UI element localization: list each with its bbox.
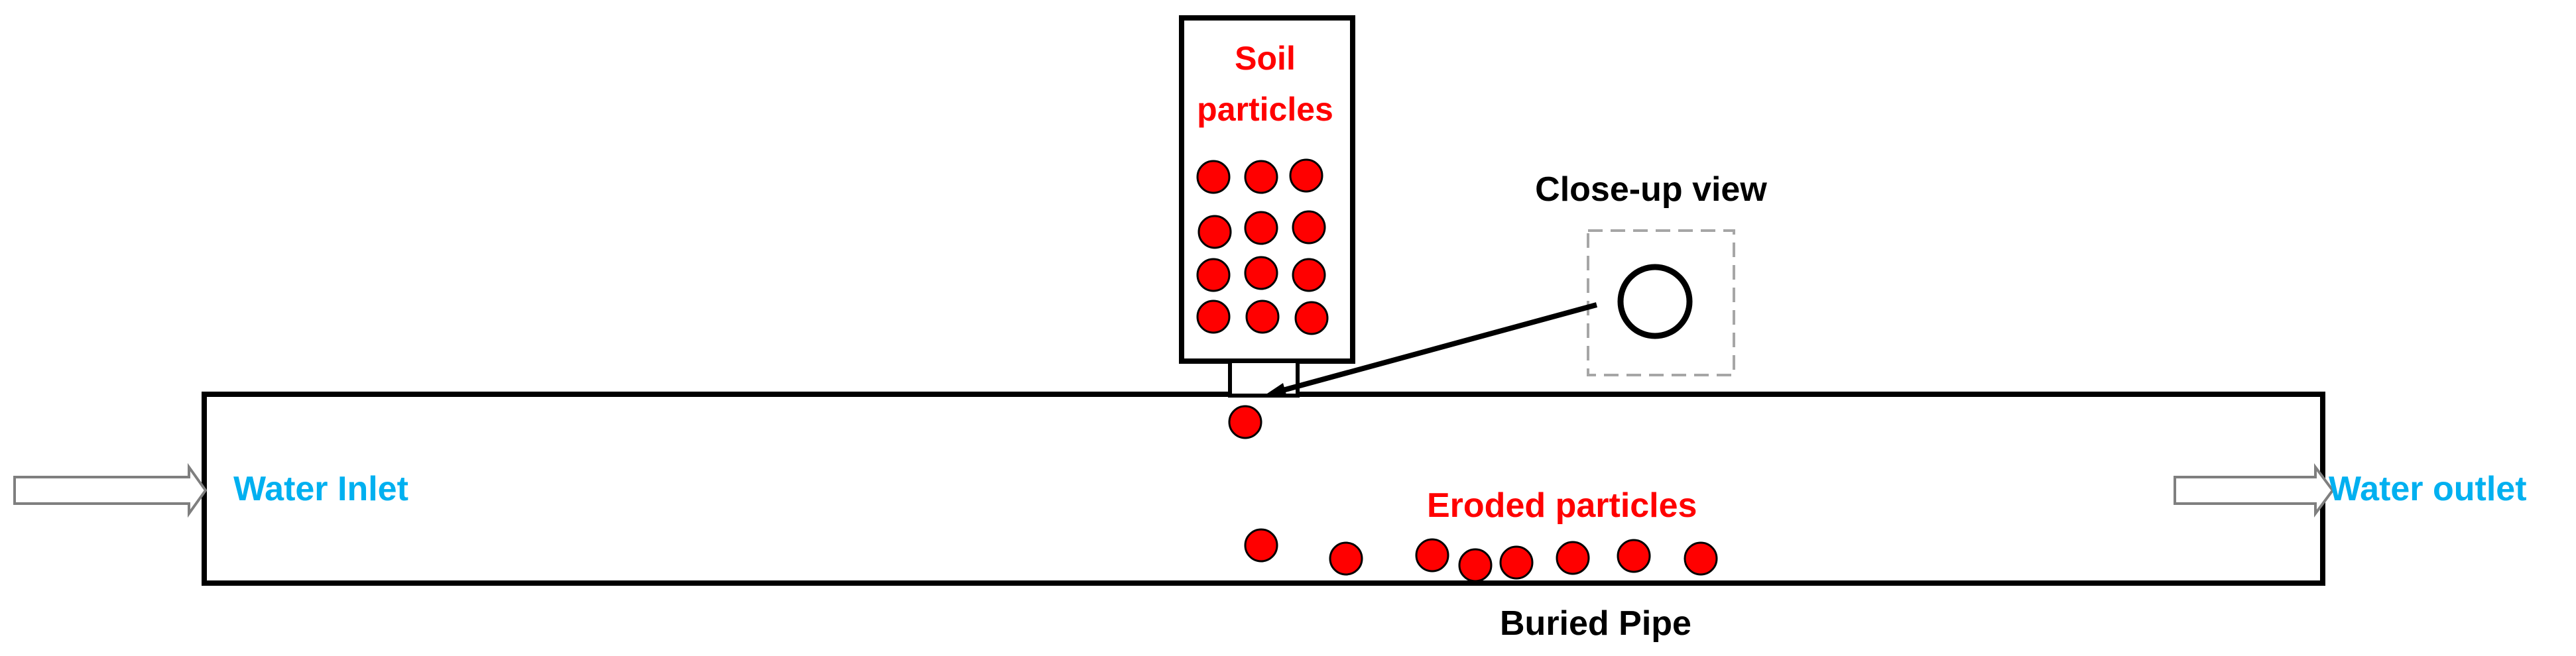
eroded-particles [1244,528,1718,582]
inlet-arrow [13,463,208,518]
soil-particle [1294,301,1329,335]
soil-particle [1196,300,1231,334]
soil-particle [1289,158,1323,193]
water-inlet-label: Water Inlet [233,470,408,508]
soil-label-line1: Soil [1235,40,1296,77]
buried-pipe-label: Buried Pipe [1500,604,1691,643]
soil-particles [1196,158,1329,335]
eroded-particle [1415,538,1449,573]
soil-label-line2: particles [1197,91,1333,128]
close-up-particle [1617,264,1693,339]
eroded-particle [1499,545,1534,580]
soil-particle [1244,160,1278,194]
eroded-particle [1244,528,1278,563]
eroded-particle [1556,541,1590,575]
close-up-pointer-arrowhead [1265,383,1287,397]
eroded-particles-label: Eroded particles [1427,486,1697,525]
soil-particle [1244,256,1278,290]
eroded-particle [1458,548,1493,582]
falling-particle [1228,405,1262,439]
eroded-particle [1329,541,1363,576]
outlet-arrow [2174,463,2335,518]
soil-particle [1244,211,1278,245]
water-outlet-label: Water outlet [2329,470,2527,508]
soil-particle [1292,210,1326,245]
soil-particle [1196,258,1231,292]
soil-particle [1197,215,1232,249]
soil-particle [1196,160,1231,194]
soil-particle [1245,300,1280,334]
eroded-particle [1684,541,1718,576]
soil-particle [1292,258,1326,292]
eroded-particle [1617,539,1651,573]
close-up-pointer [1272,302,1598,396]
close-up-label: Close-up view [1535,170,1767,209]
